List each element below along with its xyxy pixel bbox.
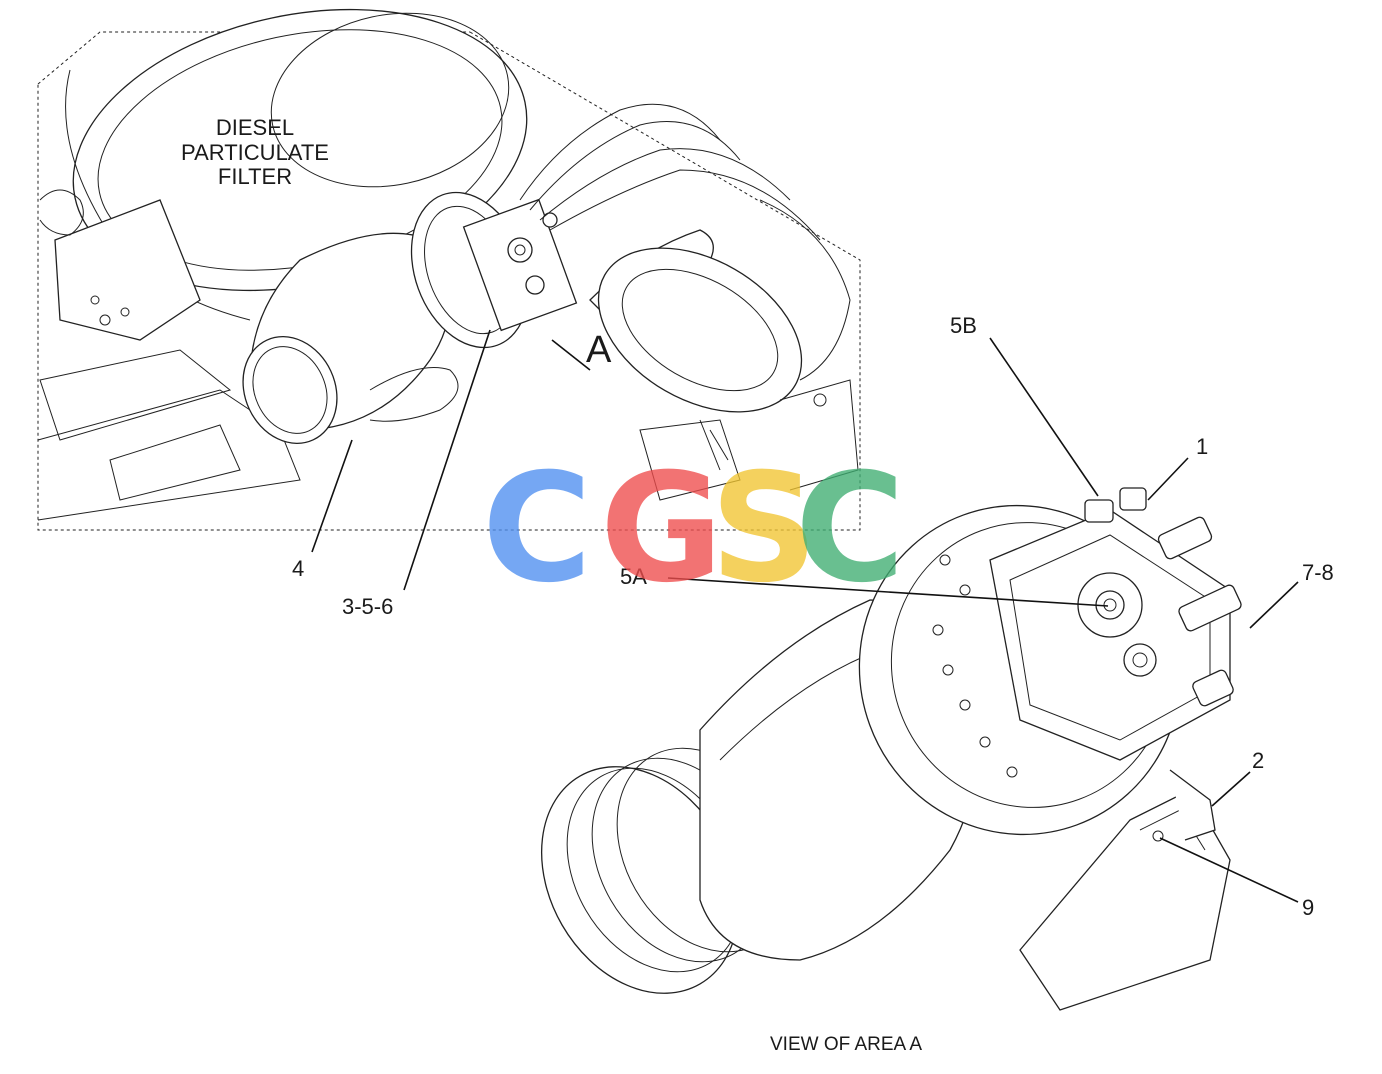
watermark-letter-1: C xyxy=(482,442,592,616)
outlet-pipe xyxy=(242,232,459,445)
dpf-label-line2: PARTICULATE xyxy=(181,140,329,165)
sensor-housing xyxy=(410,191,578,349)
detail-sensor-manifold xyxy=(989,487,1242,761)
callout-5b-leader xyxy=(989,337,1099,497)
callout-9: 9 xyxy=(1302,895,1314,920)
callout-4-leader xyxy=(311,439,353,553)
watermark-letter-2: G xyxy=(600,442,723,616)
overview-illustration: DIESEL PARTICULATE FILTER A xyxy=(37,8,861,591)
callout-2-leader xyxy=(1211,771,1251,807)
watermark-logo: C G S C xyxy=(482,442,905,616)
watermark-letter-4: C xyxy=(795,442,905,616)
callout-5a-leader xyxy=(667,577,1109,607)
callout-5a: 5A xyxy=(620,564,647,589)
callout-9-leader xyxy=(1159,837,1299,903)
callout-356-leader xyxy=(403,329,491,591)
area-marker-leader xyxy=(551,339,591,371)
detail-caption: VIEW OF AREA A xyxy=(770,1034,922,1055)
exhaust-hardware xyxy=(597,199,859,501)
detail-illustration xyxy=(540,337,1299,1011)
detail-bracket xyxy=(1019,769,1231,1011)
watermark-letter-3: S xyxy=(710,442,818,616)
dpf-label-line3: FILTER xyxy=(218,164,292,189)
callout-1-leader xyxy=(1147,457,1189,501)
callout-5b: 5B xyxy=(950,313,977,338)
callout-1: 1 xyxy=(1196,434,1208,459)
dpf-label-line1: DIESEL xyxy=(216,115,294,140)
callout-78-leader xyxy=(1249,581,1299,629)
callout-7-8: 7-8 xyxy=(1302,560,1334,585)
area-marker: A xyxy=(586,329,612,371)
callout-2: 2 xyxy=(1252,748,1264,773)
callout-3-5-6: 3-5-6 xyxy=(342,594,393,619)
callout-4: 4 xyxy=(292,556,304,581)
